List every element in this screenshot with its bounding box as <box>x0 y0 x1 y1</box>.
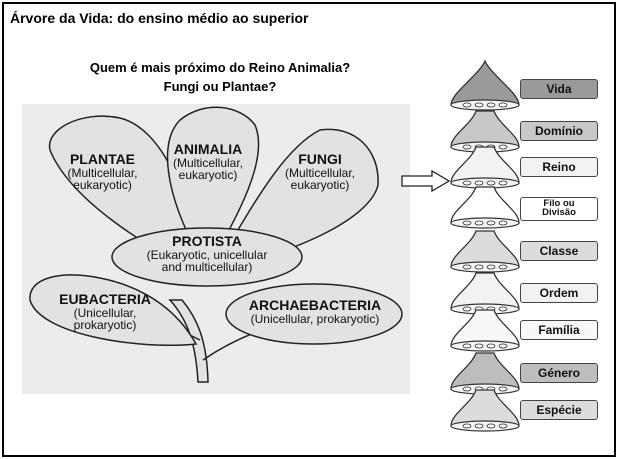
eubacteria-label: EUBACTERIA (Unicellular, prokaryotic) <box>59 291 151 333</box>
rank-filo-divisao: Filo ou Divisão <box>520 197 598 221</box>
rank-bell-7 <box>450 352 520 395</box>
rank-especie: Espécie <box>520 400 598 420</box>
fungi-label: FUNGI (Multicellular, eukaryotic) <box>284 151 356 193</box>
tree-stem <box>168 299 209 383</box>
rank-genero: Género <box>520 363 598 383</box>
question-line-1: Quem é mais próximo do Reino Animalia? <box>89 60 351 75</box>
rank-filo-line1: Filo ou <box>543 198 575 209</box>
question-line-2: Fungi ou Plantae? <box>163 79 277 94</box>
rank-dominio: Domínio <box>520 121 598 141</box>
rank-bell-1 <box>450 110 520 153</box>
rank-classe: Classe <box>520 241 598 261</box>
rank-bell-2 <box>450 146 520 189</box>
slide-title: Árvore da Vida: do ensino médio ao super… <box>10 10 309 26</box>
rank-bell-5 <box>450 272 520 315</box>
archaebacteria-petal <box>225 283 403 345</box>
rank-bell-6 <box>450 309 520 352</box>
protista-label: PROTISTA (Eukaryotic, unicellular and mu… <box>146 233 268 275</box>
archaebacteria-label: ARCHAEBACTERIA (Unicellular, prokaryotic… <box>248 297 382 326</box>
right-arrow-icon <box>401 170 451 192</box>
eubacteria-petal <box>29 274 198 347</box>
rank-familia: Família <box>520 320 598 340</box>
rank-bell-0 <box>450 59 520 111</box>
rank-vida: Vida <box>520 79 598 99</box>
animalia-label: ANIMALIA (Multicellular, eukaryotic) <box>172 141 244 183</box>
protista-petal <box>111 227 303 287</box>
rank-ordem: Ordem <box>520 283 598 303</box>
rank-filo-line2: Divisão <box>542 207 576 218</box>
rank-reino: Reino <box>520 157 598 177</box>
rank-bell-3 <box>450 186 520 229</box>
plantae-label: PLANTAE (Multicellular, eukaryotic) <box>67 151 138 193</box>
rank-bell-8 <box>450 389 520 432</box>
rank-bell-4 <box>450 230 520 273</box>
